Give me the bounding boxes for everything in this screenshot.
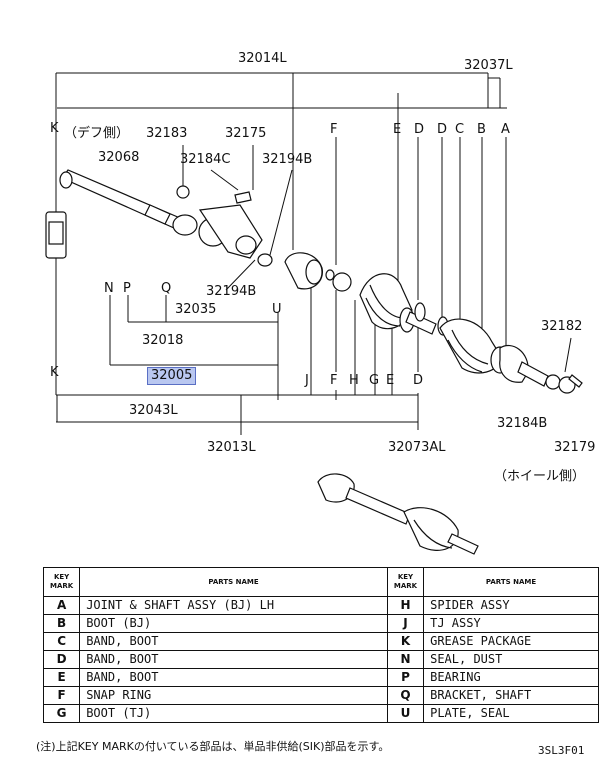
key-mark: D [42, 650, 81, 669]
key-mark: B [42, 614, 81, 633]
table-row: D BAND, BOOT N SEAL, DUST [42, 650, 599, 669]
table-row: G BOOT (TJ) U PLATE, SEAL [42, 704, 599, 723]
callout-key-B-top: B [477, 122, 486, 137]
table-row: A JOINT & SHAFT ASSY (BJ) LH H SPIDER AS… [42, 596, 599, 615]
callout-32005-highlighted[interactable]: 32005 [146, 367, 197, 385]
key-mark: H [386, 596, 425, 615]
part-name: BOOT (BJ) [79, 614, 388, 633]
callout-key-F-top: F [330, 122, 338, 137]
callout-key-E-bottom: E [386, 373, 395, 388]
key-mark: K [386, 632, 425, 651]
table-row: B BOOT (BJ) J TJ ASSY [42, 614, 599, 633]
callout-key-D-top-2: D [437, 122, 448, 137]
exploded-parts-diagram [45, 72, 583, 555]
key-mark: C [42, 632, 81, 651]
callout-32175: 32175 [225, 126, 267, 141]
part-name: SPIDER ASSY [423, 596, 599, 615]
callout-32179: 32179 [554, 440, 596, 455]
callout-32183: 32183 [146, 126, 188, 141]
callout-32194B-lower: 32194B [206, 284, 257, 299]
callout-32068: 32068 [98, 150, 140, 165]
key-mark: F [42, 686, 81, 705]
callout-32037L: 32037L [464, 58, 513, 73]
key-mark: E [42, 668, 81, 687]
callout-32184B: 32184B [497, 416, 548, 431]
footnote: (注)上記KEY MARKの付いている部品は、単品非供給(SIK)部品を示す。 [36, 740, 390, 753]
callout-32035: 32035 [175, 302, 217, 317]
callout-key-N: N [104, 281, 114, 296]
part-name: BRACKET, SHAFT [423, 686, 599, 705]
callout-key-D-bottom: D [413, 373, 424, 388]
callout-key-Q: Q [161, 281, 172, 296]
key-mark: Q [386, 686, 425, 705]
part-name: BOOT (TJ) [79, 704, 388, 723]
part-name: BEARING [423, 668, 599, 687]
part-name: GREASE PACKAGE [423, 632, 599, 651]
callout-key-J: J [305, 373, 309, 388]
callout-32182: 32182 [541, 319, 583, 334]
callout-key-P: P [123, 281, 131, 296]
label-diff-side: （デフ側） [64, 126, 130, 141]
callout-32014L: 32014L [238, 51, 287, 66]
callout-32013L: 32013L [207, 440, 256, 455]
key-mark: J [386, 614, 425, 633]
part-name: JOINT & SHAFT ASSY (BJ) LH [79, 596, 388, 615]
callout-key-G: G [369, 373, 380, 388]
part-name: BAND, BOOT [79, 650, 388, 669]
key-mark: G [42, 704, 81, 723]
part-name: BAND, BOOT [79, 632, 388, 651]
header-parts-name-left: PARTS NAME [79, 567, 388, 597]
part-name: PLATE, SEAL [423, 704, 599, 723]
table-row: C BAND, BOOT K GREASE PACKAGE [42, 632, 599, 651]
parts-table: KEY MARK PARTS NAME KEY MARK PARTS NAME … [42, 567, 599, 723]
header-key-mark-right: KEY MARK [386, 567, 425, 597]
key-mark: N [386, 650, 425, 669]
callout-32073AL: 32073AL [388, 440, 446, 455]
callout-key-K-bottom: K [50, 365, 59, 380]
key-mark: U [386, 704, 425, 723]
callout-key-A-top: A [501, 122, 510, 137]
part-name: TJ ASSY [423, 614, 599, 633]
callout-32043L: 32043L [129, 403, 178, 418]
part-name: SNAP RING [79, 686, 388, 705]
part-name: SEAL, DUST [423, 650, 599, 669]
table-header-row: KEY MARK PARTS NAME KEY MARK PARTS NAME [42, 567, 599, 597]
header-key-mark-left: KEY MARK [42, 567, 81, 597]
label-wheel-side: （ホイール側） [494, 469, 586, 484]
callout-key-K-top: K [50, 121, 59, 136]
part-name: BAND, BOOT [79, 668, 388, 687]
key-mark: A [42, 596, 81, 615]
header-parts-name-right: PARTS NAME [423, 567, 599, 597]
callout-key-E-top: E [393, 122, 402, 137]
table-row: E BAND, BOOT P BEARING [42, 668, 599, 687]
callout-key-F-bottom: F [330, 373, 338, 388]
key-mark: P [386, 668, 425, 687]
callout-key-C-top: C [455, 122, 465, 137]
figure-code: 3SL3F01 [538, 744, 585, 757]
callout-key-D-top-1: D [414, 122, 425, 137]
callout-key-U: U [272, 302, 282, 317]
callout-32018: 32018 [142, 333, 184, 348]
callout-32184C: 32184C [180, 152, 231, 167]
callout-key-H: H [349, 373, 359, 388]
table-row: F SNAP RING Q BRACKET, SHAFT [42, 686, 599, 705]
callout-32194B-upper: 32194B [262, 152, 313, 167]
